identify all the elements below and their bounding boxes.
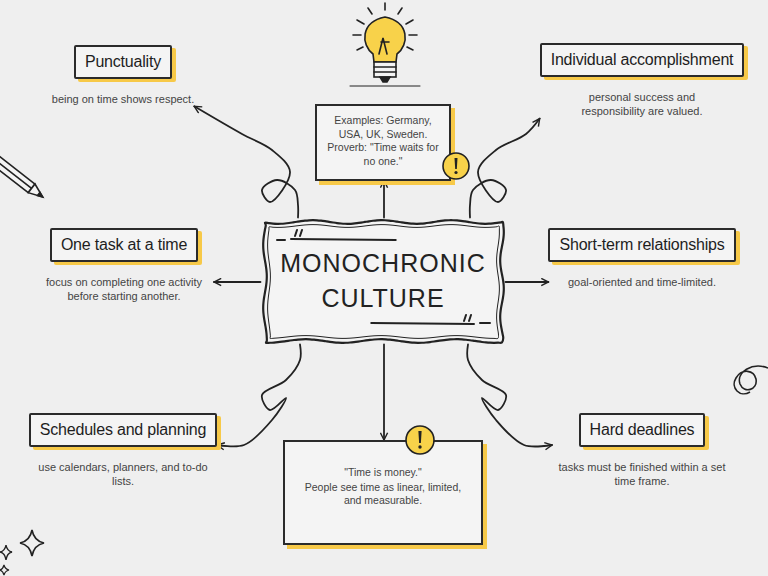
topic-heading: Short-term relationships xyxy=(548,228,735,262)
arrow-connector xyxy=(470,119,540,218)
topic-description: use calendars, planners, and to-do lists… xyxy=(31,460,216,489)
topic-node: Schedules and planning use calendars, pla… xyxy=(29,413,217,489)
exclamation-icon xyxy=(406,426,434,454)
topic-node: Punctuality being on time shows respect. xyxy=(52,45,194,106)
note-text: "Time is money." xyxy=(295,466,471,480)
spiral-doodle xyxy=(734,366,768,394)
central-topic: MONOCHRONIC CULTURE xyxy=(261,218,506,345)
central-title: MONOCHRONIC CULTURE xyxy=(256,224,509,338)
arrow-connector xyxy=(214,281,261,283)
topic-description: being on time shows respect. xyxy=(52,92,194,106)
arrow-connector xyxy=(217,345,301,447)
topic-node: Individual accomplishment personal succes… xyxy=(540,43,745,119)
topic-description: personal success and responsibility are … xyxy=(572,90,712,119)
topic-heading: Schedules and planning xyxy=(29,413,217,447)
topic-node: Short-term relationships goal-oriented an… xyxy=(548,228,735,289)
topic-heading: Individual accomplishment xyxy=(540,43,745,77)
note-box: "Time is money."People see time as linea… xyxy=(283,440,483,545)
exclamation-icon xyxy=(443,153,469,179)
arrow-connector xyxy=(467,345,552,447)
topic-node: One task at a time focus on completing on… xyxy=(34,228,214,304)
sparkle xyxy=(20,530,44,556)
inner-outline xyxy=(267,224,499,338)
outline xyxy=(263,220,504,343)
light-bulb xyxy=(350,3,420,86)
sparkle xyxy=(0,545,12,560)
note-text: People see time as linear, limited, and … xyxy=(295,481,471,508)
arrow-connector xyxy=(506,281,549,283)
arrow-connector xyxy=(383,181,385,218)
topic-heading: Hard deadlines xyxy=(579,413,706,447)
arrow-connector xyxy=(194,106,298,217)
arrow-connector xyxy=(383,345,385,441)
pencil xyxy=(0,152,46,201)
note-box: Examples: Germany, USA, UK, Sweden. Prov… xyxy=(315,104,451,181)
note-text: Examples: Germany, USA, UK, Sweden. Prov… xyxy=(326,114,440,169)
topic-description: focus on completing one activity before … xyxy=(34,275,214,304)
wavy-outline xyxy=(261,218,506,345)
sparkle xyxy=(0,565,9,575)
topic-description: tasks must be finished within a set time… xyxy=(552,460,732,489)
topic-heading: One task at a time xyxy=(50,228,198,262)
topic-node: Hard deadlines tasks must be finished wit… xyxy=(552,413,732,489)
topic-description: goal-oriented and time-limited. xyxy=(568,275,716,289)
topic-heading: Punctuality xyxy=(74,45,172,79)
